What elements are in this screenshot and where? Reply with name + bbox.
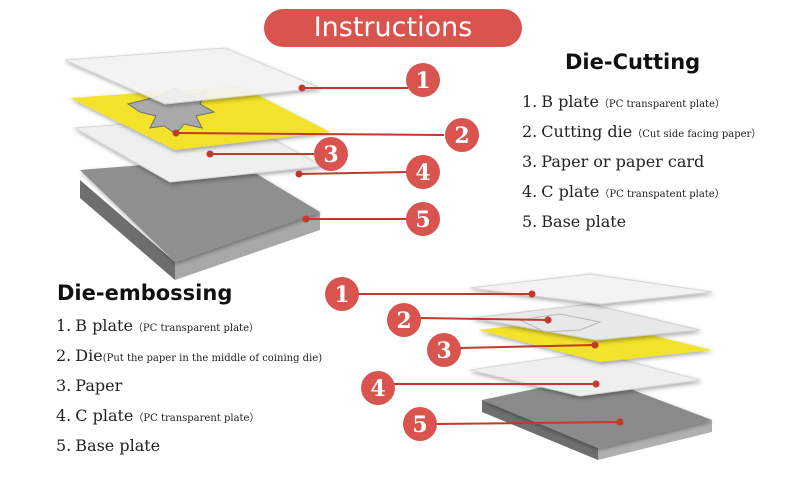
die-plate [471,303,701,341]
svg-text:5: 5 [415,207,430,233]
marker-4: 4 [361,371,395,405]
list-item: 4.C plate（PC transpatent plate） [522,182,725,201]
marker-2: 2 [387,303,421,337]
svg-text:3: 3 [323,142,338,168]
die-cutting-list: 1.B plate（PC transparent plate） 2.Cuttin… [522,87,761,237]
die-cutting-stack: 1 2 3 4 5 [64,47,479,280]
list-item: 1.B plate（PC transparent plate） [522,92,725,111]
svg-text:3: 3 [436,338,451,364]
marker-5: 5 [403,407,437,441]
die-embossing-list: 1.B plate（PC transparent plate） 2.Die(Pu… [56,311,322,461]
svg-text:2: 2 [454,123,469,149]
base-plate-side-right [175,212,320,280]
svg-text:4: 4 [370,376,385,402]
c-plate [469,351,701,397]
svg-text:2: 2 [396,308,411,334]
svg-text:5: 5 [412,412,427,438]
die-cutting-heading: Die-Cutting [565,50,701,74]
list-item: 2.Die(Put the paper in the middle of coi… [56,346,323,365]
marker-1: 1 [406,63,440,97]
list-item: 4.C plate（PC transparent plate） [56,406,260,425]
marker-3: 3 [314,137,348,171]
base-plate-side [80,180,175,280]
list-item: 5.Base plate [56,436,161,455]
die-pattern [518,313,602,333]
b-plate [64,47,321,105]
marker-2: 2 [445,118,479,152]
base-plate-side [482,400,598,460]
base-plate-side-right [598,420,712,460]
list-item: 1.B plate（PC transparent plate） [56,316,259,335]
list-item: 5.Base plate [522,212,627,231]
marker-5: 5 [406,202,440,236]
list-item: 3.Paper or paper card [522,152,705,171]
svg-text:1: 1 [334,282,349,308]
base-plate [482,376,712,448]
die-embossing-stack: 1 2 3 4 5 [325,273,713,460]
list-item: 2.Cutting die（Cut side facing paper） [522,122,762,141]
title-banner: Instructions [264,9,522,47]
list-item: 3.Paper [56,376,123,395]
base-plate [80,158,320,262]
marker-4: 4 [406,155,440,189]
marker-3: 3 [427,333,461,367]
die-embossing-heading: Die-embossing [57,281,233,305]
svg-text:4: 4 [415,160,430,186]
marker-1: 1 [325,277,359,311]
svg-text:1: 1 [415,68,430,94]
b-plate [469,273,713,305]
